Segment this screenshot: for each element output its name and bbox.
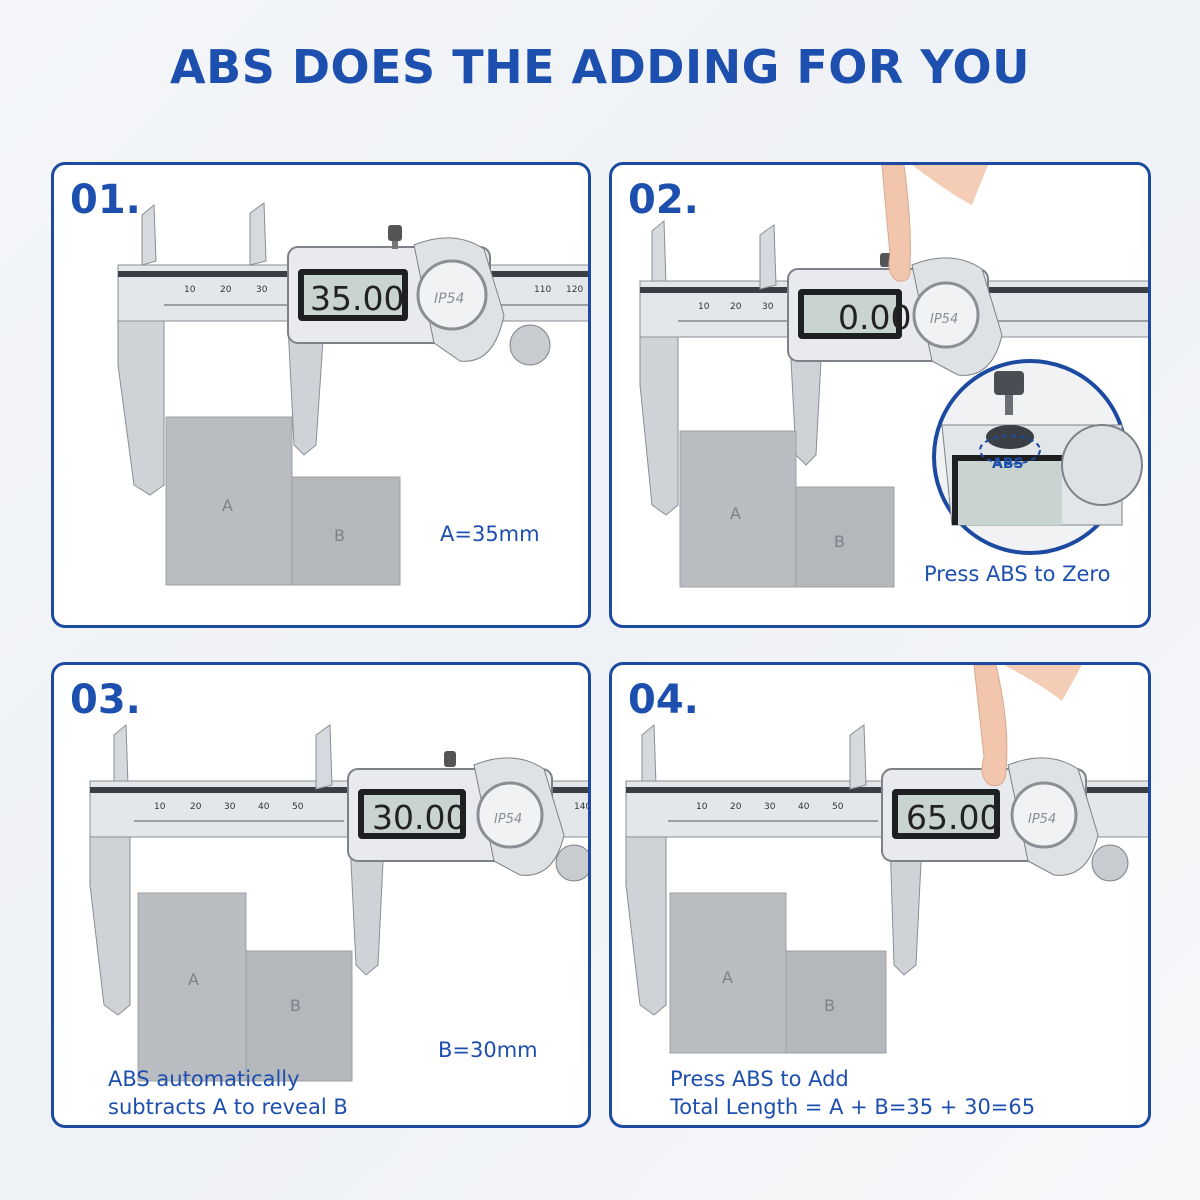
caliper-illustration: 10 20 30 40 50 140 30.00 IP54 A B [89, 723, 588, 1082]
block-label-a: A [730, 504, 741, 523]
scale-tick: 20 [730, 302, 742, 312]
scale-tick: 30 [224, 802, 236, 812]
scale-tick: 30 [762, 302, 774, 312]
scale-tick: 10 [696, 802, 708, 812]
step-number: 04. [628, 677, 699, 723]
step-panel-2: 10 20 30 0.00 IP54 A B [609, 162, 1151, 628]
zoom-inset: ABS [932, 359, 1143, 555]
scale-tick: 120 [566, 285, 583, 295]
scale-tick: 10 [184, 285, 196, 295]
scale-tick: 20 [730, 802, 742, 812]
step-caption: A=35mm [440, 522, 540, 546]
thumbscrew-icon [388, 225, 402, 249]
step-panel-3: 10 20 30 40 50 140 30.00 IP54 A B 03. B=… [51, 662, 591, 1128]
block-label-b: B [334, 526, 345, 545]
page-title: ABS DOES THE ADDING FOR YOU [170, 40, 1030, 94]
abs-label: ABS [992, 456, 1024, 472]
scale-tick: 50 [292, 802, 304, 812]
step-panel-1: 10 20 30 110 120 35.00 IP54 A B 01. A=35… [51, 162, 591, 628]
step-panel-4: 10 20 30 40 50 65.00 IP54 A B 04. Press … [609, 662, 1151, 1128]
hand-pointer-icon [881, 165, 988, 282]
hand-pointer-icon [973, 665, 1082, 787]
scale-tick: 50 [832, 802, 844, 812]
step-number: 03. [70, 677, 141, 723]
block-label-a: A [188, 970, 199, 989]
caliper-illustration: 10 20 30 0.00 IP54 A B [639, 165, 1148, 588]
thumbscrew-icon [444, 751, 456, 767]
step-number: 01. [70, 177, 141, 223]
scale-tick: 110 [534, 285, 551, 295]
caliper-illustration: 10 20 30 40 50 65.00 IP54 A B [625, 665, 1148, 1054]
scale-tick: 20 [220, 285, 232, 295]
block-label-a: A [222, 496, 233, 515]
thumbwheel-icon [509, 324, 551, 366]
scale-tick: 140 [574, 802, 588, 812]
thumbwheel-icon [555, 844, 588, 882]
scale-tick: 10 [698, 302, 710, 312]
caliper-illustration: 10 20 30 110 120 35.00 IP54 A B [117, 202, 588, 586]
scale-tick: 40 [258, 802, 270, 812]
step-caption: Press ABS to Zero [924, 562, 1111, 586]
brand-mark: IP54 [494, 812, 522, 827]
measurement-caption: B=30mm [438, 1038, 538, 1062]
lcd-reading: 30.00 [372, 798, 466, 837]
scale-tick: 20 [190, 802, 202, 812]
brand-mark: IP54 [930, 312, 958, 327]
scale-tick: 30 [764, 802, 776, 812]
block-label-b: B [290, 996, 301, 1015]
scale-tick: 40 [798, 802, 810, 812]
thumbscrew-icon [994, 371, 1024, 395]
block-label-a: A [722, 968, 733, 987]
step-caption: ABS automatically subtracts A to reveal … [108, 1067, 348, 1119]
brand-mark: IP54 [434, 291, 464, 307]
brand-mark: IP54 [1028, 812, 1056, 827]
thumbwheel-icon [1091, 844, 1129, 882]
lcd-reading: 0.00 [838, 298, 911, 337]
block-label-b: B [824, 996, 835, 1015]
scale-tick: 10 [154, 802, 166, 812]
lcd-reading: 65.00 [906, 798, 1000, 837]
block-label-b: B [834, 532, 845, 551]
scale-tick: 30 [256, 285, 268, 295]
step-caption: Press ABS to Add Total Length = A + B=35… [670, 1067, 1036, 1119]
step-number: 02. [628, 177, 699, 223]
lcd-reading: 35.00 [310, 279, 404, 318]
